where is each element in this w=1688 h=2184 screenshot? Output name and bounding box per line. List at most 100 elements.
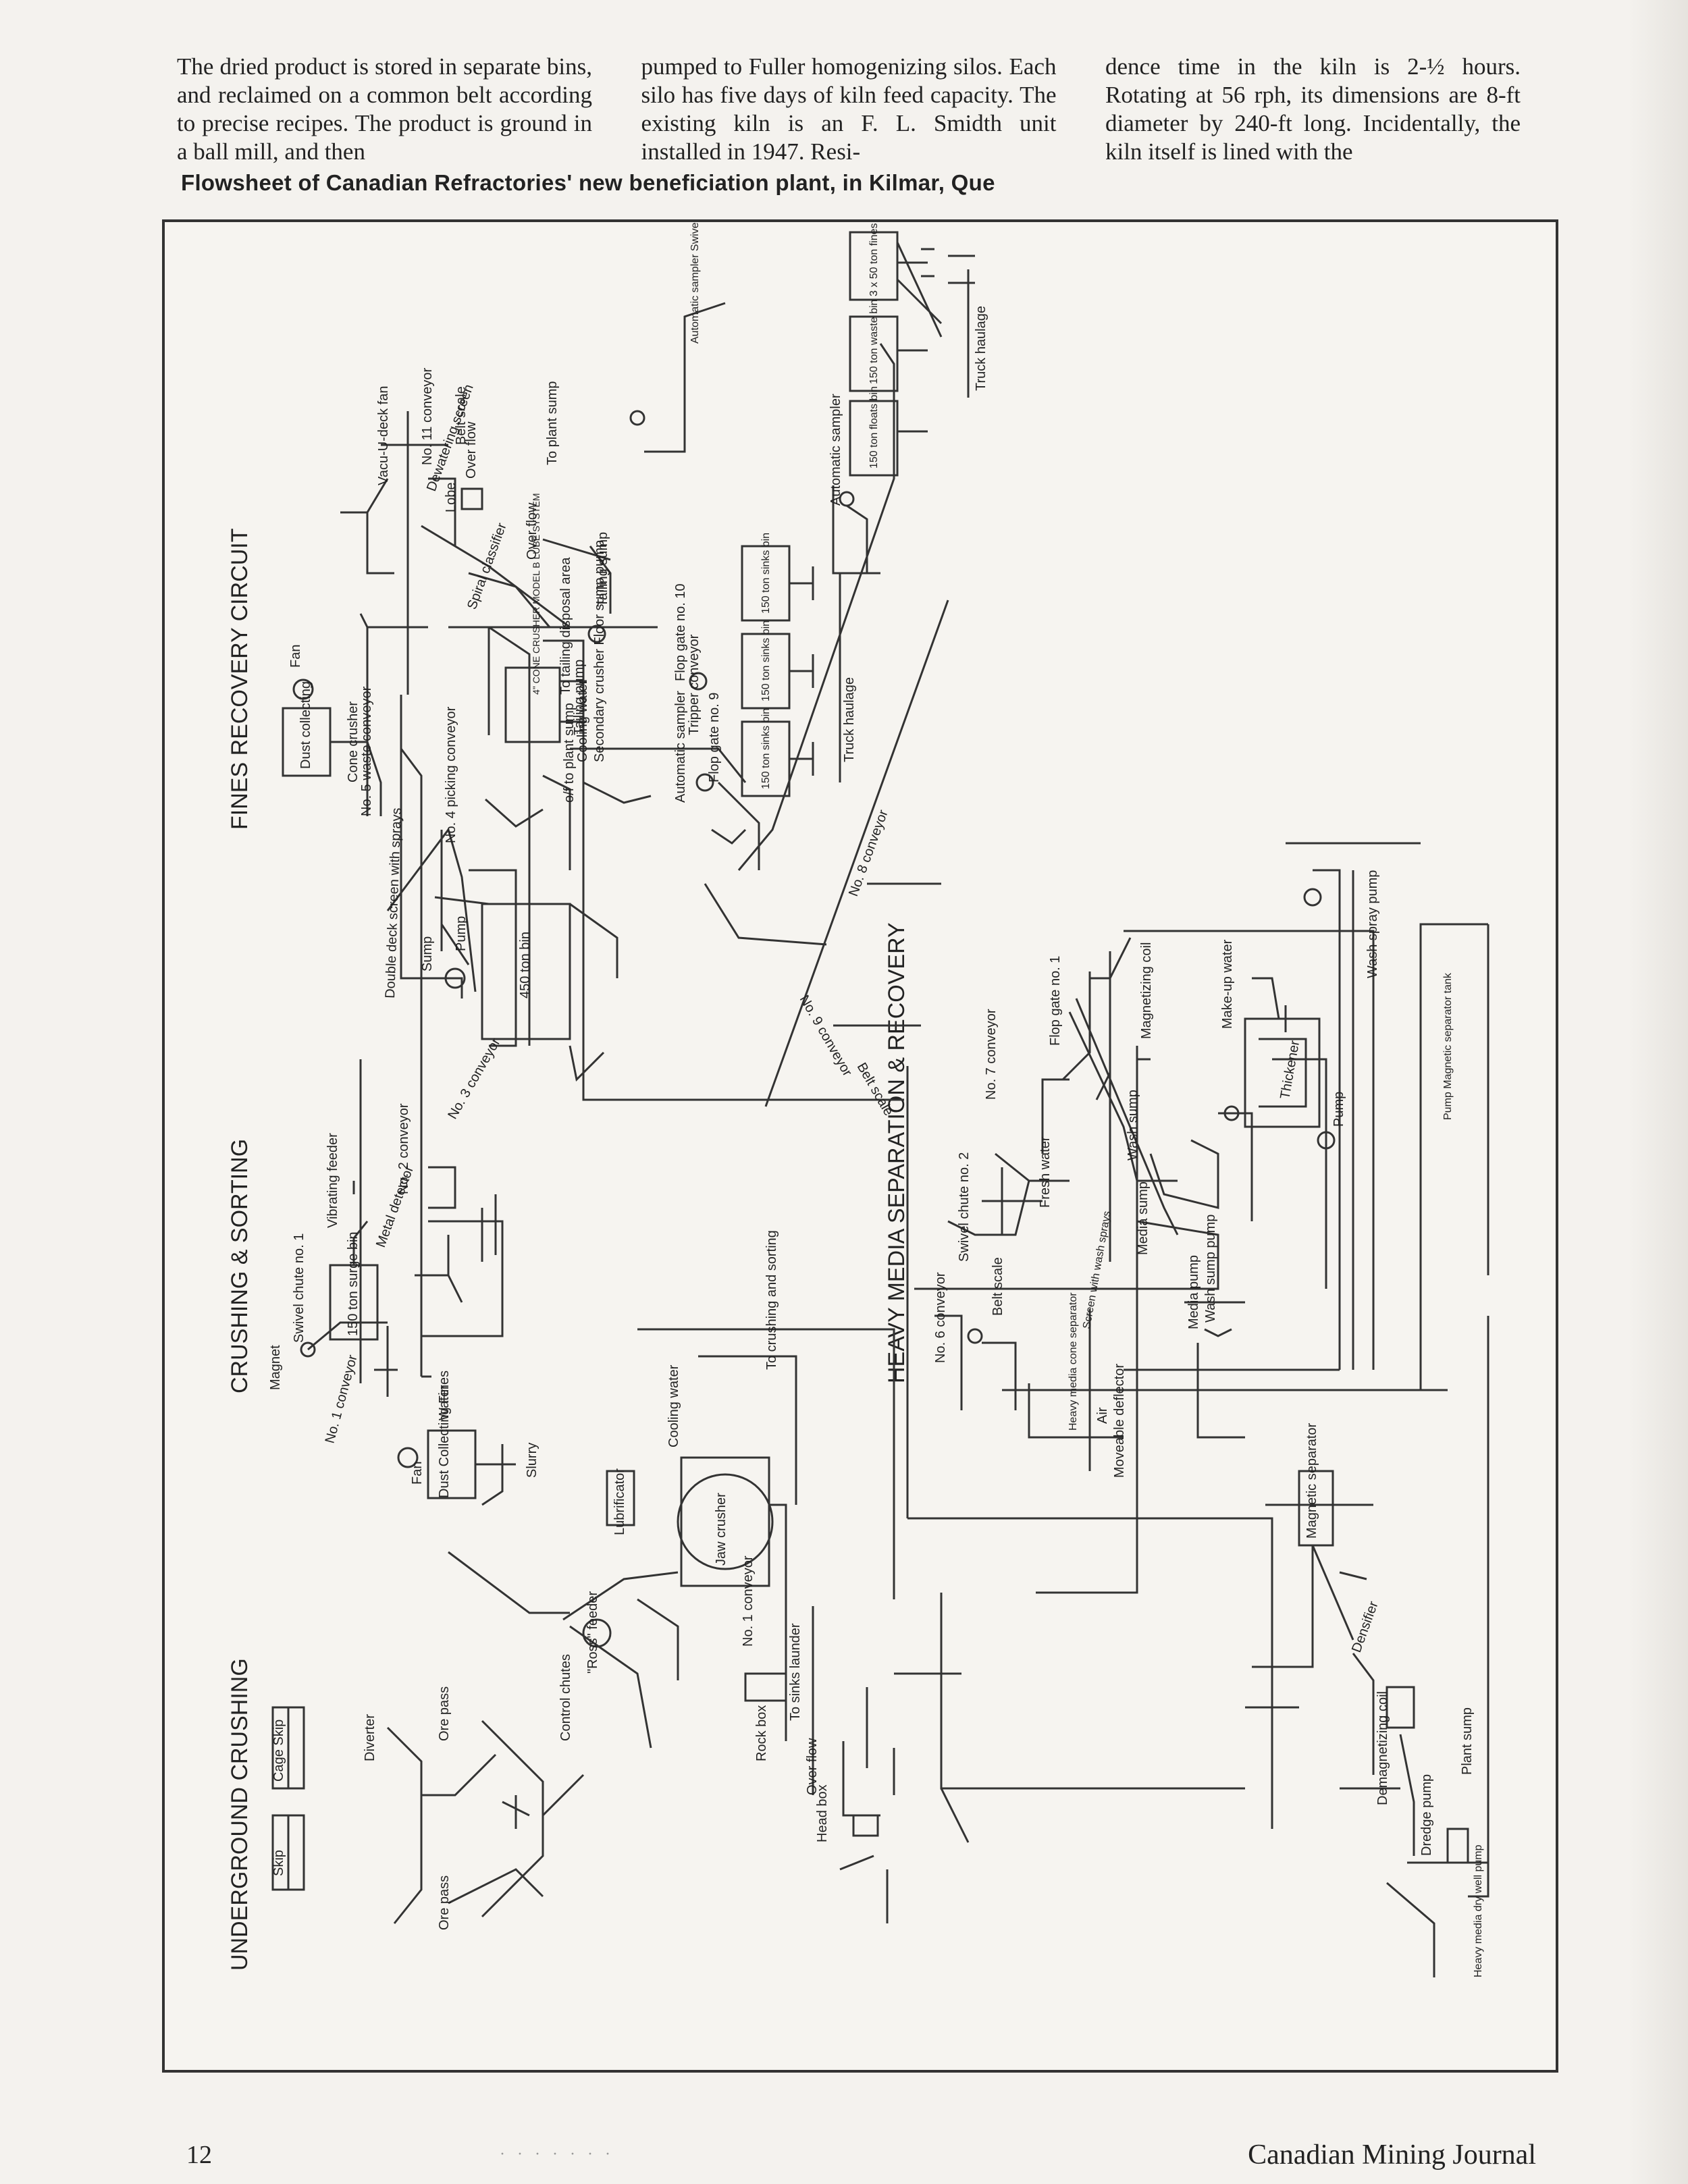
label-jaw-crusher: Jaw crusher: [714, 1493, 729, 1566]
label-magnetizing-coil: Magnetizing coil: [1139, 942, 1154, 1039]
label-belt-scale-3: Belt scale: [991, 1257, 1005, 1316]
label-auto-sampler-1: Automatic sampler: [673, 691, 688, 803]
label-wash-sump: Wash sump: [1126, 1090, 1140, 1161]
label-truck-haulage-2: Truck haulage: [974, 306, 988, 391]
ross-feeder-wheel: [582, 1618, 612, 1648]
wash-spray-pump-circle: [1303, 888, 1322, 907]
label-over-flow-1: Over flow: [525, 502, 539, 560]
label-sinks-bin-1: 150 ton sinks bin: [760, 708, 772, 789]
label-sinks-bin-3: 150 ton sinks bin: [760, 533, 772, 614]
label-tripper-conveyor: Tripper conveyor: [687, 634, 702, 735]
label-swivel-chute-2: Swivel chute no. 2: [957, 1152, 972, 1262]
label-thickener: Thickener: [1277, 1039, 1302, 1100]
jaw-crusher-housing: [680, 1456, 770, 1587]
label-truck-haulage-1: Truck haulage: [842, 677, 857, 762]
label-media-sump: Media sump: [1136, 1181, 1151, 1255]
cone-crusher-4-box: [504, 666, 561, 743]
label-skip: Skip: [271, 1850, 286, 1876]
label-pump-mag-tank: Pump Magnetic separator tank: [1442, 972, 1454, 1120]
label-sump-1: Sump: [420, 936, 435, 971]
label-densifier: Densifier: [1349, 1599, 1381, 1655]
flop-gate-9-circle: [695, 773, 714, 792]
label-no7-conveyor: No. 7 conveyor: [984, 1009, 999, 1100]
label-fan-1: Fan: [410, 1462, 425, 1485]
thickener-box: [1244, 1017, 1321, 1128]
dredge-pump-box: [852, 1814, 879, 1837]
label-auto-sampler-2: Automatic sampler: [828, 394, 843, 506]
label-hm-dry-pump: Heavy media dry well pump: [1473, 1844, 1484, 1977]
hm-dry-pump-box: [1446, 1828, 1469, 1864]
label-swivel-chute-1: Swivel chute no. 1: [292, 1233, 307, 1343]
label-diverter: Diverter: [363, 1714, 377, 1761]
label-no1-conveyor-a: No. 1 conveyor: [741, 1555, 756, 1647]
label-no11-conveyor: No. 11 conveyor: [420, 368, 435, 465]
media-pump-circle: [1223, 1105, 1240, 1121]
label-no3-conveyor: No. 3 conveyor: [445, 1036, 503, 1122]
label-head-box: Head box: [815, 1784, 830, 1842]
scan-speckle: · · · · · · ·: [500, 2146, 614, 2163]
label-plant-sump: Plant sump: [1460, 1707, 1475, 1775]
fan-2-circle: [292, 678, 314, 700]
label-bin-450: 450 ton bin: [518, 932, 533, 998]
underground-equipment: [271, 1355, 895, 1924]
label-cone-crusher-4: 4" CONE CRUSHER MODEL B LUBE SYSTEM: [531, 493, 542, 695]
label-secondary-crusher: Secondary crusher Floor sump pump: [592, 540, 607, 762]
label-fines-bin: 3 x 50 ton fines bin: [868, 222, 880, 296]
rock-box: [744, 1672, 787, 1702]
flop-gate-10-circle: [689, 672, 708, 691]
label-wash-spray-pump: Wash spray pump: [1365, 870, 1380, 978]
jaw-crusher-wheel: [677, 1473, 774, 1570]
label-no6-conveyor: No. 6 conveyor: [933, 1272, 948, 1363]
label-cooling-water-2: Cooling water: [575, 679, 590, 762]
article-text: The dried product is stored in separate …: [177, 53, 1521, 166]
label-tailing-sump: Tailing sump: [596, 532, 610, 607]
label-cooling-water-1: Cooling water: [666, 1364, 681, 1447]
label-no9-conveyor: No. 9 conveyor: [797, 993, 855, 1080]
label-wash-sump-pump: Wash sump pump: [1203, 1215, 1218, 1323]
label-media-pump: Media pump: [1186, 1255, 1201, 1329]
label-ore-pass-1: Ore pass: [437, 1875, 452, 1930]
label-flop-gate-1: Flop gate no. 1: [1048, 956, 1063, 1046]
label-magnetic-separator: Magnetic separator: [1304, 1422, 1319, 1539]
label-magnet: Magnet: [268, 1345, 283, 1390]
piping-lines: [359, 842, 1489, 1898]
belt-scale-1-circle: [629, 410, 645, 426]
fines-bin: [849, 231, 899, 301]
label-lubrificator: Lubrificator: [612, 1468, 627, 1535]
label-hm-cone: Heavy media cone separator: [1067, 1292, 1079, 1431]
article-column-1: The dried product is stored in separate …: [177, 53, 592, 165]
label-dust-collecting-fines: Dust Collecting Fines: [437, 1370, 452, 1498]
label-over-flow-2: Over flow: [464, 421, 479, 479]
tailing-pump-circle: [587, 624, 606, 643]
crushing-equipment: [282, 444, 904, 1397]
journal-title: Canadian Mining Journal: [1248, 2139, 1536, 2170]
label-make-up-water: Make-up water: [1220, 939, 1235, 1029]
section-hms: HEAVY MEDIA SEPARATION & RECOVERY: [884, 922, 909, 1383]
label-pump-1: Pump: [454, 916, 469, 951]
demagnetizing-coil-box: [1386, 1686, 1415, 1729]
label-flop-gate-10: Flop gate no. 10: [673, 583, 688, 681]
page-number: 12: [186, 2141, 212, 2169]
label-cage-skip: Cage Skip: [271, 1720, 286, 1782]
label-vibrating-feeder: Vibrating feeder: [325, 1133, 340, 1228]
label-dust-collecting: Dust collecting: [298, 681, 313, 769]
label-no5-waste: No. 5 waste conveyor: [359, 686, 374, 816]
label-auto-sampler-3: Automatic sampler Swivel chute no. 3: [689, 222, 701, 344]
label-ross-feeder: "Ross" feeder: [585, 1591, 600, 1674]
waste-bin: [849, 315, 899, 392]
label-lobe: Lobe: [444, 483, 458, 513]
label-flop-gate-9: Flop gate no. 9: [707, 693, 722, 782]
pump-2-circle: [1317, 1131, 1336, 1150]
label-of-plant-sump: o/f to plant sump: [562, 703, 577, 803]
label-fan-2: Fan: [288, 645, 303, 668]
label-ore-pass-2: Ore pass: [437, 1686, 452, 1741]
label-tailing-pump: Tailing pump: [572, 660, 587, 735]
flowsheet-figure: UNDERGROUND CRUSHING CRUSHING & SORTING …: [162, 219, 1558, 2073]
belt-scale-3-circle: [967, 1328, 983, 1344]
label-screen-sprays: Screen with wash sprays: [1081, 1210, 1113, 1329]
label-over-flow-3: Over flow: [805, 1738, 820, 1795]
label-moveable-deflector: Moveable deflector: [1112, 1364, 1127, 1478]
label-waste-bin: 150 ton waste bin: [868, 300, 880, 384]
article-column-3: dence time in the kiln is 2-½ hours. Rot…: [1105, 53, 1521, 165]
page-edge-shadow: [1627, 0, 1688, 2184]
